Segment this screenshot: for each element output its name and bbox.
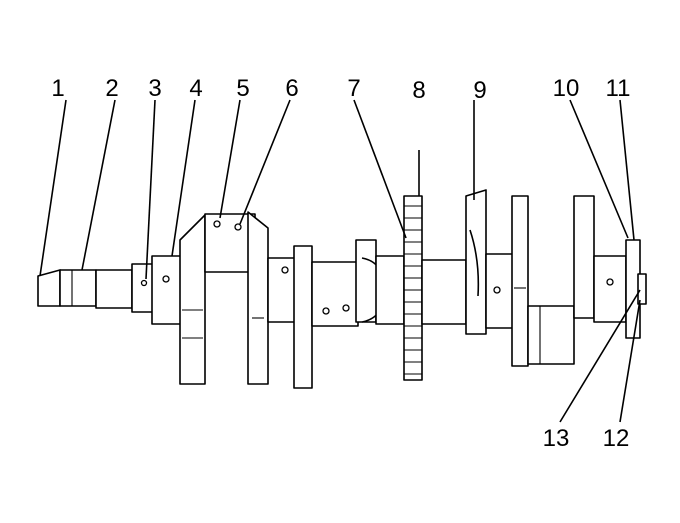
callout-1: 1 (51, 75, 64, 102)
leader-lines (39, 99, 641, 423)
callout-10: 10 (553, 75, 580, 102)
callout-labels: 1 2 3 4 5 6 7 8 9 10 11 12 13 (51, 75, 630, 452)
callout-13: 13 (543, 425, 570, 452)
callout-6: 6 (285, 75, 298, 102)
callout-12: 12 (603, 425, 630, 452)
callout-11: 11 (606, 75, 631, 102)
callout-7: 7 (347, 75, 360, 102)
crankshaft-illustration (37, 150, 647, 389)
callout-2: 2 (105, 75, 118, 102)
callout-3: 3 (148, 75, 161, 102)
callout-4: 4 (189, 75, 202, 102)
callout-9: 9 (473, 77, 486, 104)
callout-5: 5 (236, 75, 249, 102)
callout-8: 8 (412, 77, 425, 104)
